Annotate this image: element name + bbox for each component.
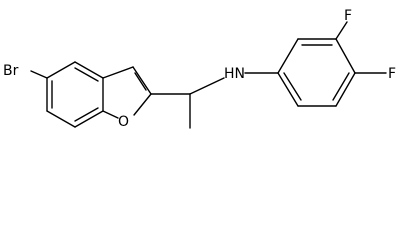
double-bond-inner	[74, 67, 99, 82]
double-bond-inner	[74, 107, 99, 122]
atom-label-fluorine-top: F	[344, 8, 352, 24]
furan-ring	[102, 66, 152, 119]
bond	[133, 93, 152, 116]
bond	[132, 66, 152, 95]
bond	[30, 70, 48, 79]
double-bond-inner	[332, 72, 350, 101]
bond	[277, 72, 299, 107]
difluorophenyl-ring	[277, 38, 356, 107]
bond	[335, 72, 356, 107]
bond	[189, 77, 225, 95]
bond	[335, 38, 356, 74]
bond	[74, 110, 104, 128]
bond	[102, 110, 119, 119]
benzofuran-benzene-ring	[46, 61, 104, 128]
atom-label-fluorine-bottom: F	[388, 66, 396, 82]
bond	[277, 38, 299, 74]
double-bond-inner	[283, 72, 302, 101]
bond	[335, 21, 348, 40]
atom-label-oxygen: O	[118, 114, 129, 130]
atom-label-bromine: Br	[3, 63, 19, 79]
bond	[74, 61, 104, 79]
structure-diagram: Br O HN F F	[3, 8, 396, 130]
double-bond-inner	[134, 72, 147, 91]
bond	[102, 66, 134, 79]
ethyl-linker	[150, 77, 225, 129]
bond	[46, 61, 76, 79]
atom-label-amine: HN	[224, 66, 245, 82]
bond	[46, 110, 76, 128]
